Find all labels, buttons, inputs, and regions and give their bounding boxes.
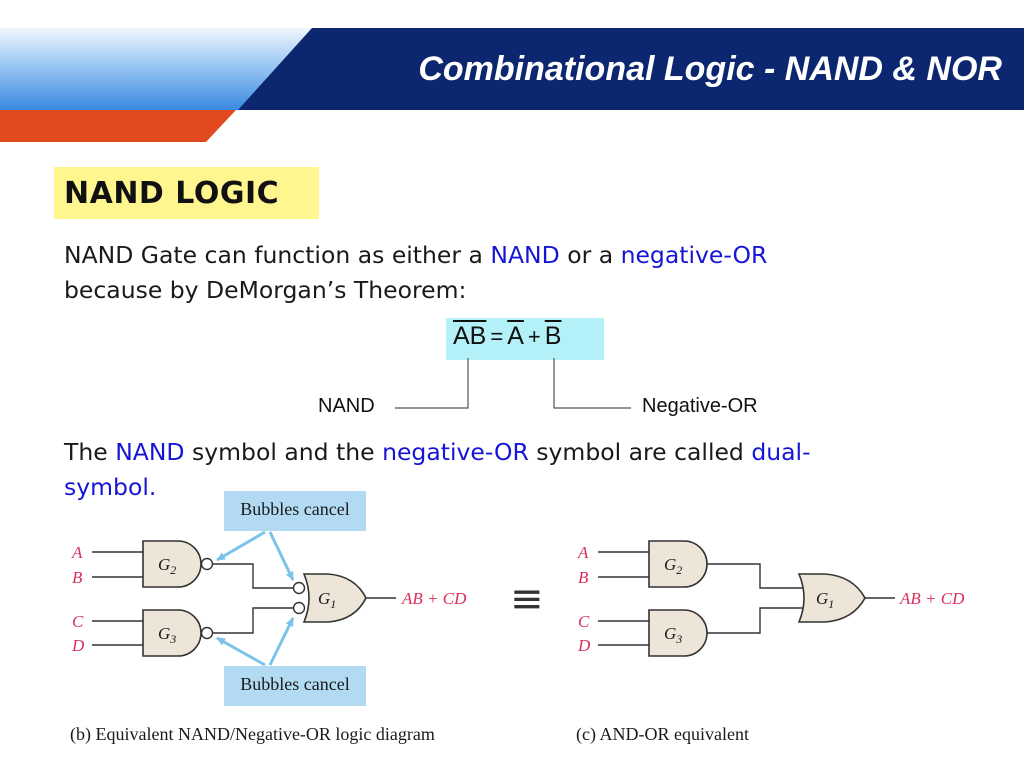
svg-text:G2: G2	[664, 555, 682, 577]
demorgan-equation: AB=A+B	[453, 322, 561, 351]
equation-b-bar: B	[544, 322, 562, 350]
equation-plus: +	[527, 324, 541, 349]
input-label-a: A	[71, 543, 83, 562]
intro-line-1: NAND Gate can function as either a NAND …	[64, 238, 767, 272]
equation-lhs: AB	[453, 322, 487, 350]
equation-a-bar: A	[507, 322, 524, 350]
callout-bottom-text: Bubbles cancel	[240, 674, 350, 694]
dual-text: The	[64, 438, 116, 466]
section-heading-text: NAND LOGIC	[64, 176, 280, 211]
banner-orange-accent	[0, 110, 236, 142]
svg-text:G3: G3	[664, 624, 682, 646]
output-label: AB + CD	[899, 589, 965, 608]
banner-dark-band	[238, 28, 1024, 110]
diagram-c: G2 G3 G1 A B C D AB + CD (c) AND-OR equi…	[576, 540, 965, 745]
slide-title: Combinational Logic - NAND & NOR	[418, 50, 1002, 88]
equation-label-negative-or: Negative-OR	[642, 395, 758, 417]
equivalence-symbol: ≡	[510, 576, 544, 622]
diagram-b: G2 G3 G1 A B C D AB + CD (	[70, 530, 467, 745]
input-label-b: B	[72, 568, 83, 587]
dual-text-mid: symbol and the	[184, 438, 383, 466]
header-banner	[0, 28, 1024, 142]
input-label-b: B	[578, 568, 589, 587]
dual-line-2: symbol.	[64, 473, 157, 501]
intro-text: NAND Gate can function as either a	[64, 241, 491, 269]
dual-nand-term: NAND	[115, 438, 185, 466]
intro-nand-term: NAND	[490, 241, 560, 269]
dual-line-1: The NAND symbol and the negative-OR symb…	[64, 435, 811, 469]
callout-bubbles-cancel-top: Bubbles cancel	[224, 491, 366, 531]
gate-g3-nand: G3	[142, 609, 214, 657]
dual-term: dual-	[751, 438, 811, 466]
svg-text:G3: G3	[158, 624, 176, 646]
svg-text:G2: G2	[158, 555, 176, 577]
bubble-arrows	[216, 530, 295, 667]
input-label-c: C	[72, 612, 84, 631]
input-label-d: D	[577, 636, 591, 655]
callout-top-text: Bubbles cancel	[240, 499, 350, 519]
gate-g1-negative-or: G1	[292, 573, 367, 623]
svg-text:G1: G1	[816, 589, 834, 611]
gate-g3-and: G3	[648, 609, 708, 657]
dual-negative-or-term: negative-OR	[382, 438, 529, 466]
intro-line-2: because by DeMorgan’s Theorem:	[64, 276, 467, 304]
input-label-a: A	[577, 543, 589, 562]
section-heading: NAND LOGIC	[54, 167, 319, 219]
output-label: AB + CD	[401, 589, 467, 608]
equation-box	[446, 318, 604, 360]
input-label-c: C	[578, 612, 590, 631]
equation-label-nand: NAND	[318, 395, 375, 417]
dual-text-end: symbol are called	[528, 438, 752, 466]
equation-equals: =	[490, 324, 504, 349]
caption-b: (b) Equivalent NAND/Negative-OR logic di…	[70, 724, 435, 745]
gate-g2-and: G2	[648, 540, 708, 588]
intro-negative-or-term: negative-OR	[620, 241, 768, 269]
callout-bubbles-cancel-bottom: Bubbles cancel	[224, 666, 366, 706]
caption-c: (c) AND-OR equivalent	[576, 724, 749, 745]
gate-g1-or: G1	[797, 573, 866, 623]
gate-g2-nand: G2	[142, 540, 214, 588]
intro-text-or: or a	[559, 241, 621, 269]
svg-text:G1: G1	[318, 589, 336, 611]
input-label-d: D	[71, 636, 85, 655]
